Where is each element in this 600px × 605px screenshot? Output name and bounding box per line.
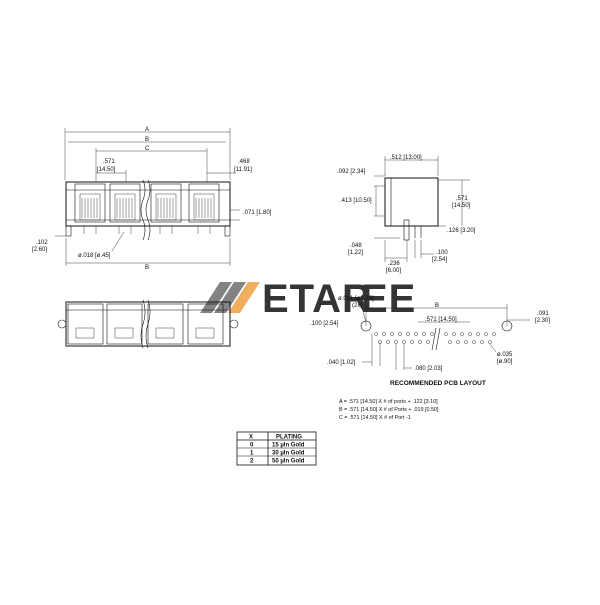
formula-c: C = .571 [14.50] X # of Port -1: [339, 415, 411, 421]
table-header-x: X: [249, 435, 253, 441]
front-view: A B C .571 [14.50] .468 [11.91]: [32, 127, 272, 271]
front-housing: [65, 181, 231, 227]
row-gap-label: .040 [1.02]: [327, 360, 356, 366]
body-height-label: .413 [10.50]: [340, 198, 372, 204]
pcb-break-line: [431, 327, 441, 351]
pin-pitch-label: .100: [436, 250, 448, 256]
pin-span-mm-label: [14.50]: [452, 203, 471, 209]
table-row-1-plating: 30 µIn Gold: [272, 451, 305, 457]
standoff-label: .071 [1.80]: [243, 210, 272, 216]
right-offset-mm-label: [2.30]: [535, 318, 550, 324]
front-port-3: [150, 183, 182, 223]
formula-block: A = .571 [14.50] X # of ports + .122 [3.…: [339, 399, 439, 421]
formula-a: A = .571 [14.50] X # of ports + .122 [3.…: [339, 399, 438, 405]
pin-offset-mm-label: [6.00]: [386, 268, 401, 274]
port-pitch-label: .571 [14.50]: [425, 317, 457, 323]
front-port-1: [74, 183, 106, 223]
front-break-line: [140, 179, 146, 241]
mount-hole-left: [360, 320, 372, 332]
dim-b-top-label: B: [145, 137, 149, 143]
watermark-logo: ETAR EE: [200, 277, 416, 321]
bottom-right-peg: [229, 319, 239, 329]
table-row-0-plating: 15 µIn Gold: [272, 443, 305, 449]
pin-len-mm-label: [1.22]: [348, 250, 363, 256]
pitch-mm-label: [14.50]: [97, 167, 116, 173]
table-row-2-plating: 50 µIn Gold: [272, 459, 305, 465]
pcb-dim-b-label: B: [435, 303, 439, 309]
pin-offset-label: .236: [388, 261, 400, 267]
pin-dia-label: ø.018 [ø.45]: [78, 253, 111, 259]
height-mm-label: [11.91]: [234, 167, 252, 173]
left-offset-label: .102: [36, 240, 48, 246]
bottom-left-peg: [57, 319, 67, 329]
pcb-layout-title: RECOMMENDED PCB LAYOUT: [390, 380, 486, 387]
height-label: .468: [238, 159, 250, 165]
pcb-layout: ø.091 [ø2.30] (2x) B .091 [2.30] .100 [2…: [310, 296, 550, 387]
right-offset-label: .091: [537, 311, 549, 317]
left-offset-mm-label: [2.60]: [32, 247, 47, 253]
side-view: .512 [13.00] .092 [2.34] .413 [10.50] .5…: [337, 155, 476, 274]
pin-pitch-mm-label: [2.54]: [432, 257, 447, 263]
pitch-label: .571: [103, 159, 115, 165]
plating-table: X PLATING 0 15 µIn Gold 1 30 µIn Gold 2 …: [236, 431, 317, 466]
pin-span-label: .571: [456, 196, 468, 202]
table-row-1-x: 1: [250, 451, 254, 457]
table-header-plating: PLATING: [276, 435, 302, 441]
watermark-m-stripes: [200, 282, 260, 313]
dim-b-bottom-label: B: [145, 265, 149, 271]
formula-b: B = .571 [14.50] X # of Ports + .019 [0.…: [339, 407, 439, 413]
front-port-2: [109, 183, 141, 223]
bottom-view: [57, 299, 239, 349]
pin-hole-dia-label: ø.035: [497, 352, 513, 358]
pin-len-label: .048: [350, 243, 362, 249]
dim-c-label: C: [145, 146, 150, 152]
pin-pitch-pcb-label: .080 [2.03]: [414, 366, 443, 372]
table-row-2-x: 2: [250, 459, 254, 465]
peg-height-label: .126 [3.20]: [447, 228, 476, 234]
row-offset-label: .100 [2.54]: [310, 321, 339, 327]
mount-hole-count-label: (2x): [352, 303, 362, 309]
depth-label: .512 [13.00]: [390, 155, 422, 161]
table-row-0-x: 0: [250, 443, 254, 449]
pin-hole-dia-mm-label: [ø.90]: [497, 359, 513, 365]
front-port-4: [188, 183, 220, 223]
watermark-text-accent: EE: [361, 277, 416, 321]
top-offset-label: .092 [2.34]: [337, 169, 366, 175]
dim-a-label: A: [145, 127, 149, 133]
side-housing: [384, 177, 439, 227]
mount-hole-label: ø.091 [ø2.30]: [338, 296, 374, 302]
mount-hole-right: [501, 320, 513, 332]
watermark-text-dark: ETAR: [262, 277, 372, 321]
